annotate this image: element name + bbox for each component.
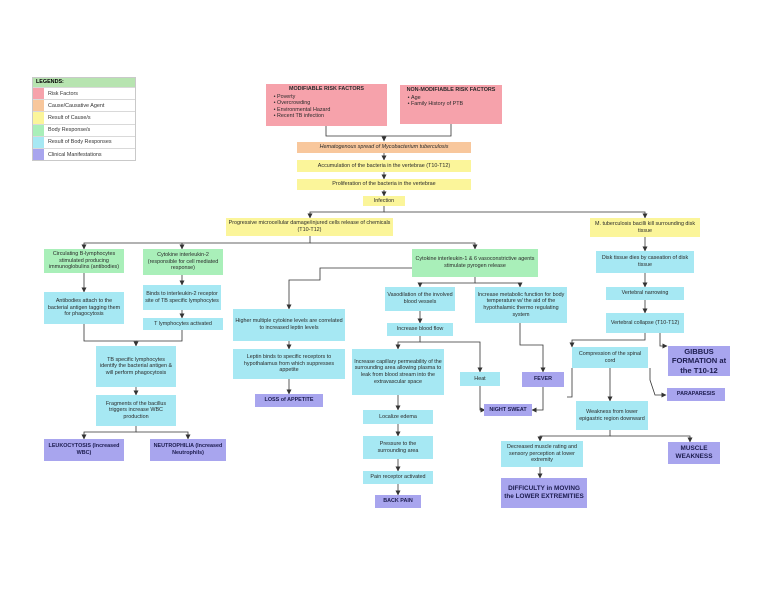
legend-swatch xyxy=(33,88,44,100)
legend-item: Risk Factors xyxy=(33,87,135,100)
node-metabolic-function: Increase metabolic function for body tem… xyxy=(475,287,567,323)
manifestation-muscle-weakness: MUSCLE WEAKNESS xyxy=(668,442,720,464)
legend-label: Result of Body Responses xyxy=(48,139,112,146)
legend-swatch xyxy=(33,112,44,124)
modifiable-risk-factors: MODIFIABLE RISK FACTORS Poverty Overcrow… xyxy=(266,84,387,126)
manifestation-neutrophilia: NEUTROPHILIA (Increased Neutrophils) xyxy=(150,439,226,461)
legend-item: Result of Cause/s xyxy=(33,111,135,124)
legend: LEGENDS: Risk Factors Cause/Causative Ag… xyxy=(32,77,136,162)
node-decreased-muscle-rating: Decreased muscle rating and sensory perc… xyxy=(501,441,583,467)
node-mtb-kill-disk: M. tuberculosis bacilli kill surrounding… xyxy=(590,218,700,237)
node-capillary-permeability: Increase capillary permeability of the s… xyxy=(352,349,444,395)
manifestation-fever: FEVER xyxy=(522,372,564,387)
node-progressive-damage: Progressive microcellular damage/injured… xyxy=(226,218,393,236)
legend-item: Body Response/s xyxy=(33,123,135,136)
node-infection: Infection xyxy=(363,196,405,206)
legend-label: Body Response/s xyxy=(48,127,91,134)
legend-item: Clinical Manifestations xyxy=(33,147,135,161)
node-increase-blood-flow: Increase blood flow xyxy=(387,323,453,336)
node-pain-receptor: Pain receptor activated xyxy=(363,471,433,484)
risk-item: Overcrowding xyxy=(277,100,382,107)
risk-item: Age xyxy=(411,95,497,102)
legend-item: Result of Body Responses xyxy=(33,135,135,148)
risk-item: Recent TB infection xyxy=(277,113,382,120)
node-accumulation: Accumulation of the bacteria in the vert… xyxy=(297,160,471,172)
node-interleukin-1-6: Cytokine interleukin-1 & 6 vasoconstrict… xyxy=(412,249,538,277)
manifestation-back-pain: BACK PAIN xyxy=(375,495,421,508)
node-heat: Heat xyxy=(460,372,500,386)
legend-title: LEGENDS: xyxy=(33,78,135,87)
node-vertebral-collapse: Vertebral collapse (T10-T12) xyxy=(606,313,684,333)
legend-swatch xyxy=(33,124,44,136)
node-pressure-surrounding: Pressure to the surrounding area xyxy=(363,436,433,459)
node-b-lymphocytes: Circulating B-lymphocytes stimulated pro… xyxy=(44,249,124,273)
node-spinal-compression: Compression of the spinal cord xyxy=(572,347,648,368)
node-vertebral-narrowing: Vertebral narrowing xyxy=(606,287,684,300)
node-vasodilation: Vasodilation of the involved blood vesse… xyxy=(385,287,455,311)
legend-label: Cause/Causative Agent xyxy=(48,102,105,109)
node-weakness-epigastric: Weakness from lower epigastric region do… xyxy=(576,401,648,430)
manifestation-night-sweat: NIGHT SWEAT xyxy=(484,404,532,416)
manifestation-paraparesis: PARAPARESIS xyxy=(667,388,725,401)
node-tb-lymphocytes-phagocytosis: TB specific lymphocytes identify the bac… xyxy=(96,346,176,387)
node-proliferation: Proliferation of the bacteria in the ver… xyxy=(297,179,471,190)
legend-label: Clinical Manifestations xyxy=(48,151,102,158)
node-hematogenous-spread: Hematogenous spread of Mycobacterium tub… xyxy=(297,142,471,153)
manifestation-loss-of-appetite: LOSS of APPETITE xyxy=(255,394,323,407)
node-leptin-binds: Leptin binds to specific receptors to hy… xyxy=(233,349,345,379)
node-binds-il2: Binds to interleukin-2 receptor site of … xyxy=(143,285,221,310)
risk-item: Poverty xyxy=(277,94,382,101)
node-interleukin-2: Cytokine interleukin-2 (responsible for … xyxy=(143,249,223,275)
legend-label: Risk Factors xyxy=(48,90,78,97)
node-antibodies-attach: Antibodies attach to the bacterial antig… xyxy=(44,292,124,324)
risk-item: Environmental Hazard xyxy=(277,107,382,114)
modifiable-risk-title: MODIFIABLE RISK FACTORS xyxy=(288,86,365,92)
node-localize-edema: Localize edema xyxy=(363,410,433,424)
node-disk-dies: Disk tissue dies by caseation of disk ti… xyxy=(596,251,694,273)
legend-swatch xyxy=(33,148,44,161)
non-modifiable-risk-title: NON-MODIFIABLE RISK FACTORS xyxy=(406,87,496,93)
node-fragments-wbc: Fragments of the bacillus triggers incre… xyxy=(96,395,176,426)
legend-swatch xyxy=(33,136,44,148)
manifestation-gibbus-formation: GIBBUS FORMATION at the T10-12 xyxy=(668,346,730,376)
legend-swatch xyxy=(33,100,44,112)
legend-item: Cause/Causative Agent xyxy=(33,99,135,112)
non-modifiable-risk-factors: NON-MODIFIABLE RISK FACTORS Age Family H… xyxy=(400,85,502,124)
manifestation-leukocytosis: LEUKOCYTOSIS (Increased WBC) xyxy=(44,439,124,461)
node-cytokine-leptin: Higher multiple cytokine levels are corr… xyxy=(233,309,345,341)
legend-label: Result of Cause/s xyxy=(48,114,91,121)
manifestation-difficulty-moving: DIFFICULTY in MOVING the LOWER EXTREMITI… xyxy=(501,478,587,508)
node-t-lymphocytes-activated: T lymphocytes activated xyxy=(143,318,223,330)
risk-item: Family History of PTB xyxy=(411,101,497,108)
